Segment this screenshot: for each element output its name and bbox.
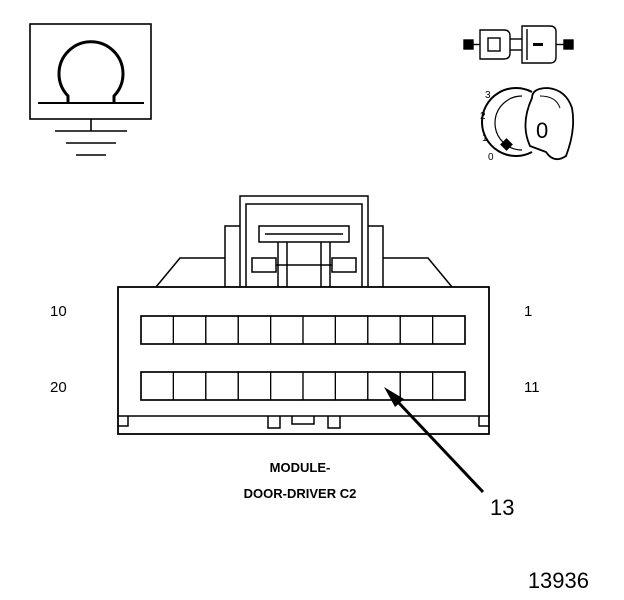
pin-label-10: 10 — [50, 303, 67, 320]
cavity-16 — [270, 371, 304, 401]
cavity-3 — [367, 315, 401, 345]
cavity-grid — [140, 315, 466, 401]
cavity-14 — [334, 371, 369, 401]
connector-face — [117, 195, 490, 435]
cavity-1 — [432, 315, 466, 345]
pin-label-20: 20 — [50, 379, 67, 396]
cavity-9 — [172, 315, 207, 345]
ignition-position-3: 3 — [485, 90, 491, 101]
connector-caption-line1: MODULE- — [270, 460, 331, 475]
callout-arrow — [384, 387, 485, 494]
callout-label: 13 — [490, 495, 514, 520]
ignition-position-0: 0 — [488, 152, 494, 163]
cavity-7 — [237, 315, 272, 345]
cavity-12 — [399, 371, 434, 401]
pin-label-1: 1 — [524, 303, 532, 320]
figure-number: 13936 — [528, 568, 589, 593]
cavity-20 — [140, 371, 175, 401]
pin-label-11: 11 — [524, 379, 540, 396]
cavity-17 — [237, 371, 272, 401]
key-position-label: 0 — [536, 118, 548, 143]
cavity-5 — [302, 315, 337, 345]
ignition-key-icon: 0 3 2 1 0 — [480, 87, 575, 163]
cavity-8 — [205, 315, 239, 345]
cavity-18 — [205, 371, 239, 401]
ignition-position-1: 1 — [482, 133, 488, 144]
ignition-position-2: 2 — [480, 111, 486, 122]
cavity-10 — [140, 315, 175, 345]
cavity-11 — [432, 371, 466, 401]
cavity-6 — [270, 315, 304, 345]
connector-disconnect-icon — [463, 25, 574, 64]
cavity-2 — [399, 315, 434, 345]
ohmmeter-icon — [29, 23, 152, 156]
cavity-19 — [172, 371, 207, 401]
cavity-4 — [334, 315, 369, 345]
connector-caption-line2: DOOR-DRIVER C2 — [244, 486, 357, 501]
cavity-15 — [302, 371, 337, 401]
